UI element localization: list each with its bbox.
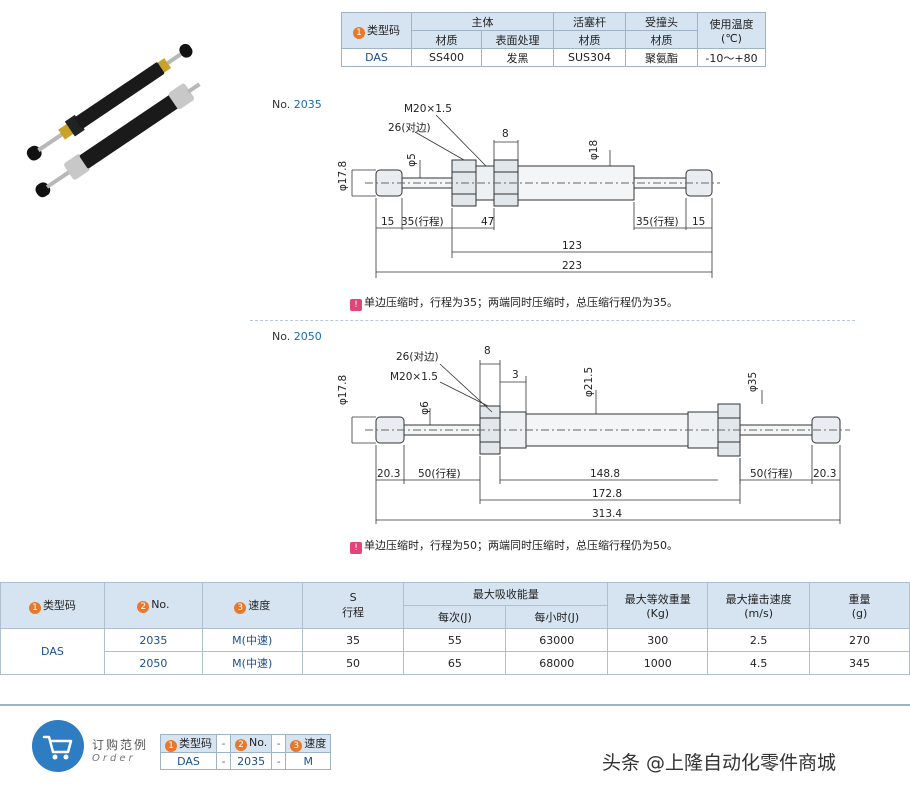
dim-hex-2035: 26(对边) bbox=[388, 121, 431, 134]
dim-right-dia-2050: φ35 bbox=[747, 372, 759, 392]
dim-172-2050: 172.8 bbox=[592, 488, 622, 500]
order-title: 订购范例 bbox=[92, 738, 149, 752]
temp-value: -10～+80 bbox=[697, 48, 766, 67]
drawing-2035: M20×1.5 26(对边) 8 φ17.8 φ5 φ18 15 35(行程) … bbox=[337, 103, 720, 278]
note-2035: !单边压缩时，行程为35；两端同时压缩时，总压缩行程仍为35。 bbox=[350, 294, 678, 311]
dim-stroke-right-2035: 35(行程) bbox=[636, 215, 679, 228]
dim-stroke-left-2050: 50(行程) bbox=[418, 467, 461, 480]
model-label-2035: No. 2035 bbox=[272, 98, 322, 111]
spec-hour-header: 每小时(J) bbox=[505, 605, 609, 629]
dim-123-2035: 123 bbox=[562, 240, 582, 252]
drawing-2050: 26(对边) 8 M20×1.5 3 φ17.8 φ6 φ21.5 φ35 20… bbox=[337, 345, 850, 524]
dim-15a-2035: 15 bbox=[381, 216, 394, 228]
dim-8-2050: 8 bbox=[484, 345, 491, 357]
section-divider bbox=[250, 320, 855, 321]
order-no-value: 2035 bbox=[229, 752, 273, 770]
spec-type-value: DAS bbox=[0, 628, 105, 675]
dim-20a-2050: 20.3 bbox=[377, 468, 400, 480]
dim-left-dia-2050: φ17.8 bbox=[337, 375, 349, 405]
type-code-value: DAS bbox=[341, 48, 412, 67]
order-speed-value: M bbox=[285, 752, 332, 770]
number-badge-1: 1 bbox=[353, 27, 365, 39]
model-label-2050: No. 2050 bbox=[272, 330, 322, 343]
dim-148-2050: 148.8 bbox=[590, 468, 620, 480]
dim-223-2035: 223 bbox=[562, 260, 582, 272]
dim-thread-2035: M20×1.5 bbox=[404, 103, 452, 115]
piston-material-value: SUS304 bbox=[553, 48, 626, 67]
dim-47-2035: 47 bbox=[481, 216, 494, 228]
spec-vmax-header: 最大撞击速度(m/s) bbox=[707, 582, 811, 629]
shock-absorber-photo bbox=[26, 43, 201, 198]
dim-stroke-right-2050: 50(行程) bbox=[750, 467, 793, 480]
body-material-value: SS400 bbox=[411, 48, 482, 67]
dim-left-dia-2035: φ17.8 bbox=[337, 161, 349, 191]
cart-icon bbox=[32, 720, 84, 772]
dim-3-2050: 3 bbox=[512, 369, 519, 381]
dim-15b-2035: 15 bbox=[692, 216, 705, 228]
dim-20b-2050: 20.3 bbox=[813, 468, 836, 480]
spec-weq-header: 最大等效重量(Kg) bbox=[607, 582, 709, 629]
dim-body-dia-2035: φ18 bbox=[588, 140, 600, 160]
dim-body-dia-2050: φ21.5 bbox=[583, 367, 595, 397]
source-caption: 头条 @上隆自动化零件商城 bbox=[602, 752, 837, 774]
head-material-header: 材质 bbox=[625, 30, 698, 49]
dim-rod-dia-2035: φ5 bbox=[406, 153, 418, 167]
notice-icon: ! bbox=[350, 299, 362, 311]
notice-icon: ! bbox=[350, 542, 362, 554]
spec-mass-header: 重量(g) bbox=[809, 582, 910, 629]
surface-value: 发黑 bbox=[481, 48, 554, 67]
piston-header: 活塞杆 bbox=[553, 12, 626, 31]
order-type-value: DAS bbox=[160, 752, 217, 770]
table-row: DAS 2035 M(中速) 35 55 63000 300 2.5 270 bbox=[0, 628, 910, 675]
dim-313-2050: 313.4 bbox=[592, 508, 622, 520]
order-subtitle: Order bbox=[92, 753, 136, 764]
spec-energy-header: 最大吸收能量 bbox=[403, 582, 609, 606]
dim-8-2035: 8 bbox=[502, 128, 509, 140]
note-2050: !单边压缩时，行程为50；两端同时压缩时，总压缩行程仍为50。 bbox=[350, 537, 678, 554]
spec-each-header: 每次(J) bbox=[403, 605, 507, 629]
dim-thread-2050: M20×1.5 bbox=[390, 371, 438, 383]
piston-material-header: 材质 bbox=[553, 30, 626, 49]
dim-rod-dia-2050: φ6 bbox=[419, 401, 431, 415]
temp-header: 使用温度(℃) bbox=[697, 12, 766, 49]
dim-stroke-left-2035: 35(行程) bbox=[401, 215, 444, 228]
dim-hex-2050: 26(对边) bbox=[396, 350, 439, 363]
head-material-value: 聚氨酯 bbox=[625, 48, 698, 67]
body-material-header: 材质 bbox=[411, 30, 482, 49]
table-row: 2050 M(中速) 50 65 68000 1000 4.5 345 bbox=[1, 651, 910, 675]
